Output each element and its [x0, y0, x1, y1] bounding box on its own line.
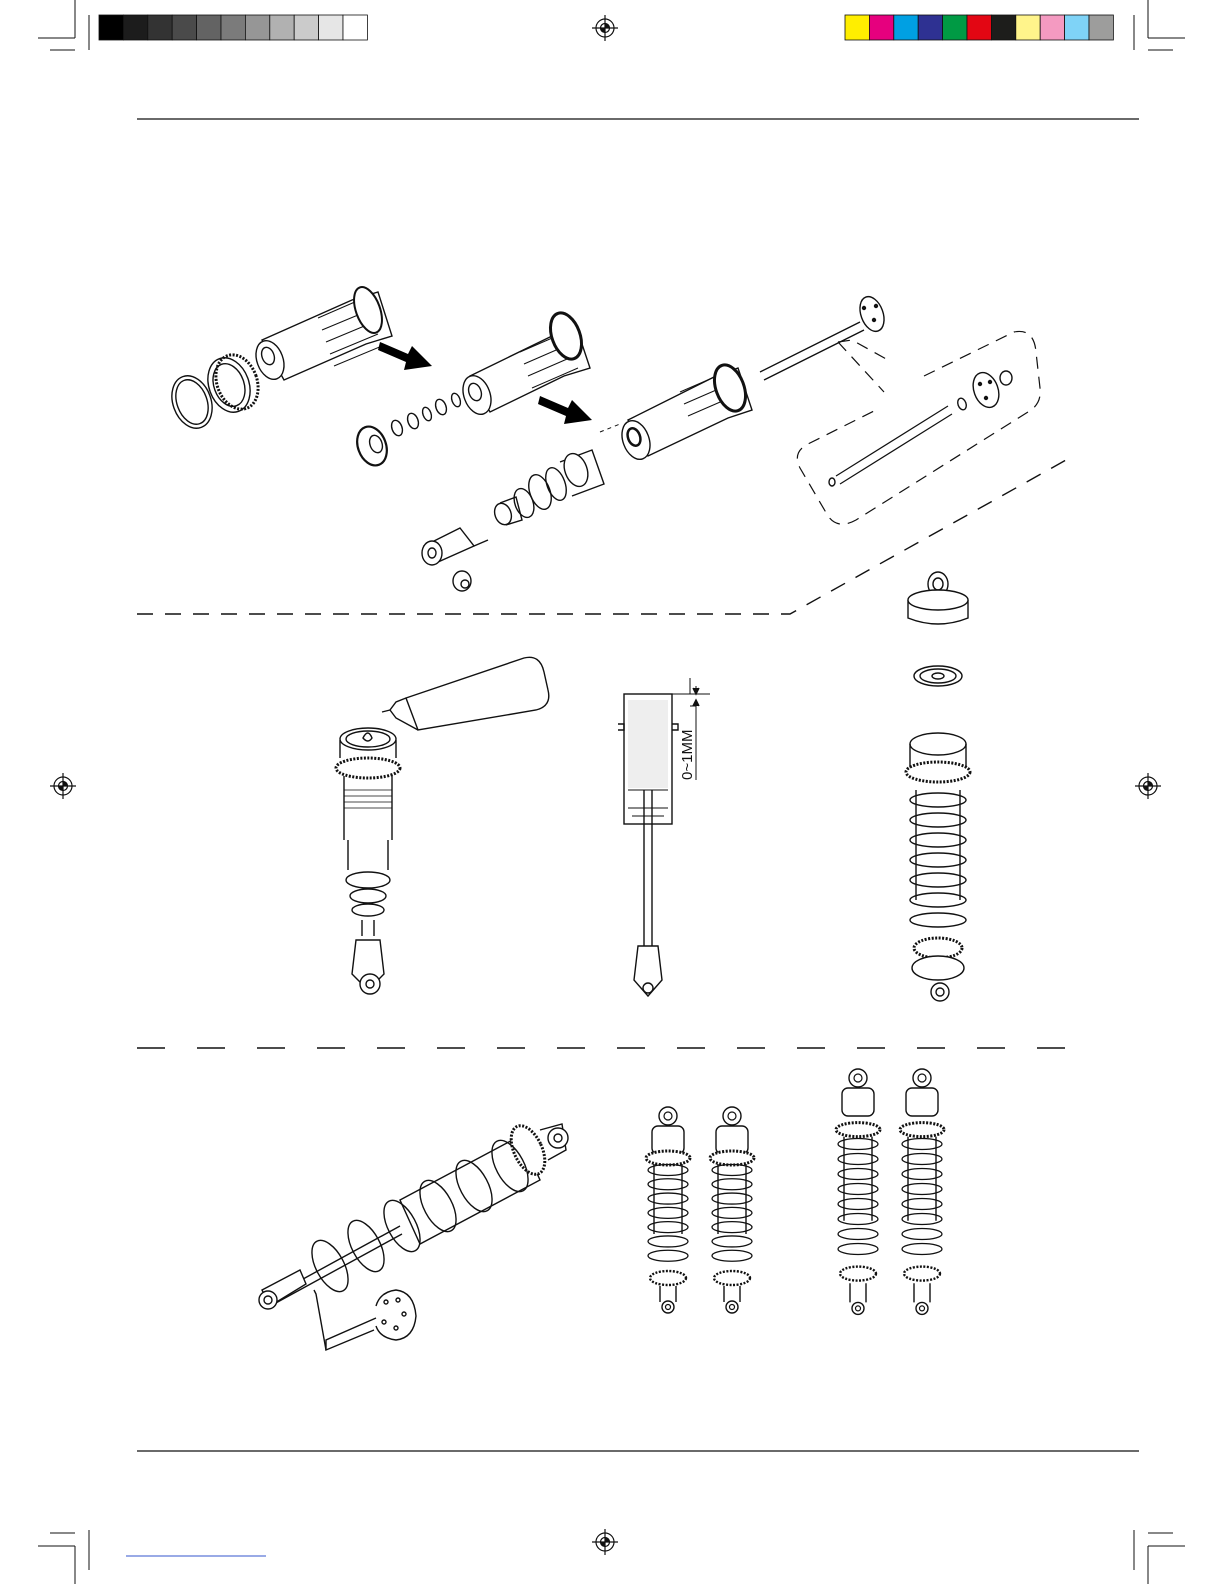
- color-swatch: [172, 15, 196, 40]
- shock-rod-piston: [760, 293, 888, 380]
- seal-rings: [390, 392, 463, 437]
- crop-marks: [38, 0, 1185, 1584]
- registration-crosshair-icon: [592, 1529, 618, 1555]
- diagonal-shock: [259, 1121, 568, 1309]
- finished-shock: [646, 1107, 690, 1313]
- registration-crosshair-icon: [592, 15, 618, 41]
- color-swatch: [967, 15, 991, 40]
- color-swatch: [1089, 15, 1113, 40]
- shock-body-2: [458, 309, 590, 419]
- color-swatch: [943, 15, 967, 40]
- step1-exploded-assembly: [165, 283, 1040, 591]
- color-swatch: [1040, 15, 1064, 40]
- registration-crosshair-icon: [50, 773, 76, 799]
- spring-coil: [910, 793, 966, 807]
- bladder-diaphragm: [914, 666, 962, 686]
- finished-shock: [710, 1107, 754, 1313]
- rod-end: [422, 528, 488, 565]
- step2-oil-fill: 0~1MM: [336, 572, 970, 1001]
- registration-crosshair-icon: [1135, 773, 1161, 799]
- color-swatch: [197, 15, 221, 40]
- shock-cross-section: [618, 678, 710, 996]
- shock-body-1: [251, 283, 392, 383]
- finished-shock: [900, 1069, 944, 1314]
- spring-coil: [304, 1235, 355, 1298]
- alignment-dash: [600, 424, 620, 432]
- color-swatch: [1016, 15, 1040, 40]
- oil-bottle-icon: [382, 657, 549, 730]
- color-swatch: [991, 15, 1015, 40]
- color-swatch: [221, 15, 245, 40]
- spring-coil: [910, 873, 966, 887]
- shock-body-filled: [336, 728, 400, 994]
- step3-final-assembly: [259, 1069, 944, 1350]
- direction-arrow-icon: [538, 396, 592, 424]
- spring-coil: [910, 813, 966, 827]
- color-swatch: [319, 15, 343, 40]
- color-swatch: [270, 15, 294, 40]
- pivot-ball: [453, 571, 471, 591]
- shock-body-3: [617, 361, 752, 464]
- rubber-boot: [492, 450, 604, 527]
- color-swatch: [148, 15, 172, 40]
- o-ring: [165, 370, 219, 434]
- color-swatch: [123, 15, 147, 40]
- bottom-cap: [352, 422, 392, 469]
- spring-coil: [910, 893, 966, 907]
- top-cap: [908, 572, 968, 624]
- spring-coil: [910, 913, 966, 927]
- cmyk-color-bar: [845, 15, 1113, 40]
- color-swatch: [1065, 15, 1089, 40]
- color-swatch: [845, 15, 869, 40]
- color-swatch: [343, 15, 367, 40]
- color-swatch: [245, 15, 269, 40]
- color-swatch: [869, 15, 893, 40]
- oil-gap-dimension-label: 0~1MM: [679, 730, 696, 780]
- assembled-shock-set: [646, 1069, 944, 1314]
- color-swatch: [294, 15, 318, 40]
- direction-arrow-icon: [378, 342, 432, 370]
- finished-shock: [836, 1069, 880, 1314]
- spring-coil: [910, 833, 966, 847]
- spring-coil: [340, 1215, 391, 1278]
- coil-spring: [910, 793, 966, 927]
- spring-adjust-tool: [314, 1290, 416, 1350]
- color-swatch: [99, 15, 123, 40]
- spring-coil: [910, 853, 966, 867]
- color-swatch: [894, 15, 918, 40]
- color-swatch: [918, 15, 942, 40]
- grayscale-color-bar: [99, 15, 367, 40]
